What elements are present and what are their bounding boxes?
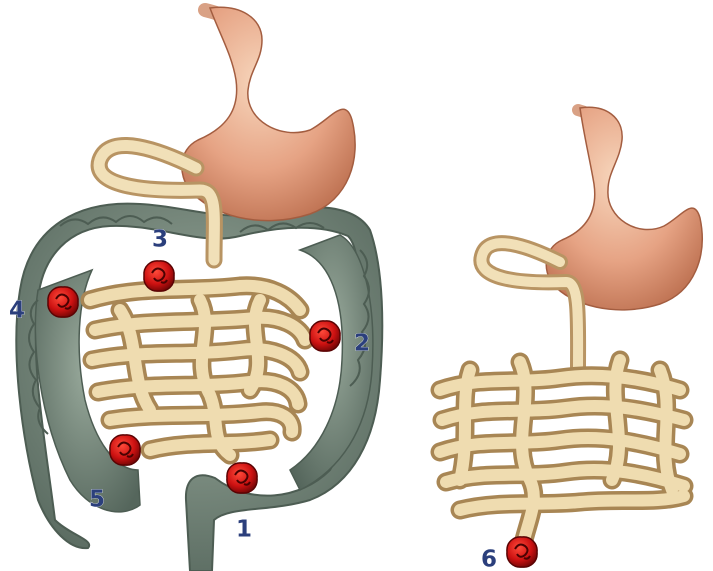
marker-label-5: 5 <box>89 487 105 513</box>
marker-label-2: 2 <box>354 331 370 357</box>
marker-blob <box>507 537 537 567</box>
markers-right: 6 <box>481 537 537 571</box>
marker-blob <box>144 261 174 291</box>
marker-blob <box>48 287 78 317</box>
figure-with-colon: 1 2 3 4 5 <box>9 7 382 571</box>
marker-blob <box>110 435 140 465</box>
marker-label-1: 1 <box>236 517 252 543</box>
marker-blob <box>310 321 340 351</box>
marker-label-6: 6 <box>481 547 497 571</box>
polyp-marker-3: 3 <box>144 227 174 292</box>
marker-blob <box>227 463 257 493</box>
polyp-marker-6: 6 <box>481 537 537 571</box>
small-intestine <box>440 360 684 548</box>
marker-label-4: 4 <box>9 298 25 324</box>
small-intestine <box>90 286 305 455</box>
marker-label-3: 3 <box>152 227 168 253</box>
figure-without-colon: 6 <box>440 107 702 571</box>
